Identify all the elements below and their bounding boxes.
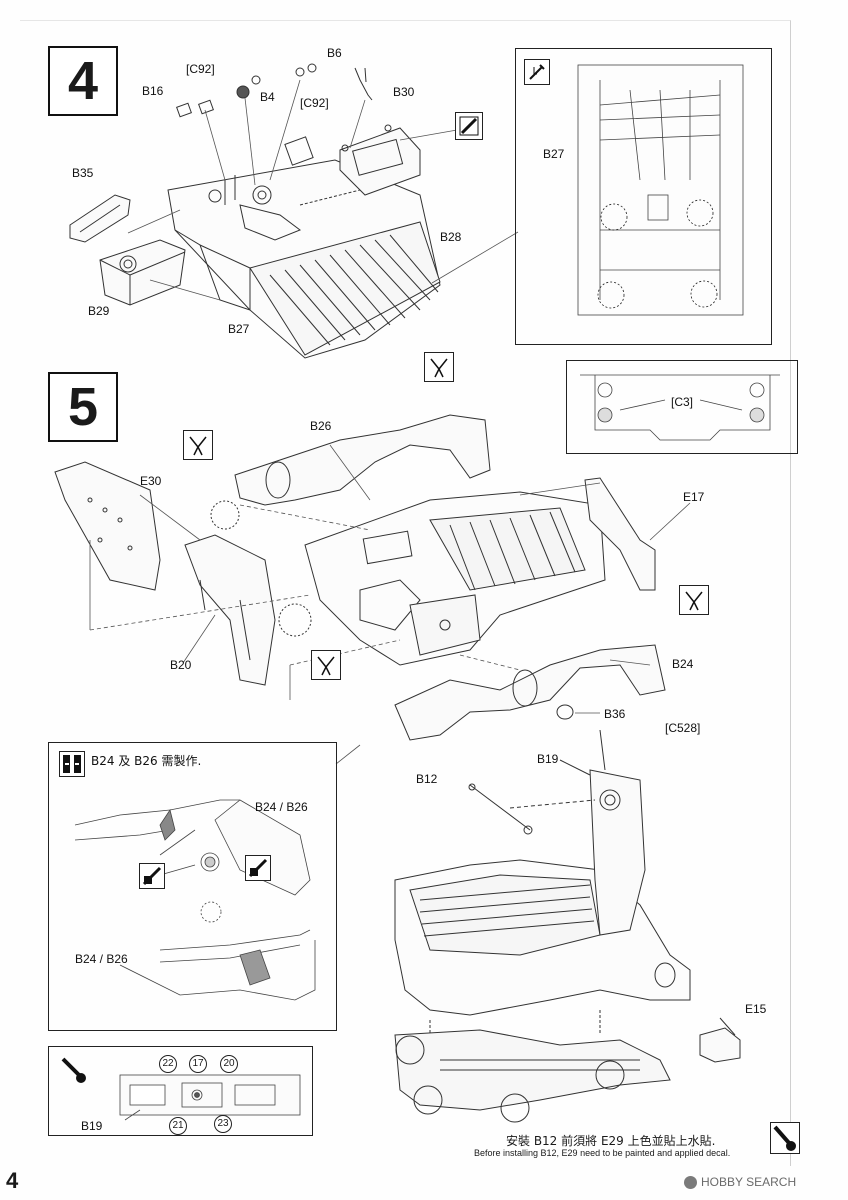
step-5-number: 5 xyxy=(48,372,118,442)
step-4-number: 4 xyxy=(48,46,118,116)
body-floor-b27 xyxy=(167,136,441,359)
label-b16: B16 xyxy=(142,84,164,98)
label-c3: [C3] xyxy=(671,395,694,409)
watermark-logo-icon xyxy=(684,1175,697,1189)
label-b24-b26-bottom: B24 / B26 xyxy=(75,952,128,966)
label-b6: B6 xyxy=(327,46,342,60)
decal-label-b19: B19 xyxy=(81,1119,103,1133)
hand-make-icon xyxy=(59,751,85,777)
decal-number-22: 22 xyxy=(159,1055,177,1073)
label-e17: E17 xyxy=(683,490,705,504)
part-b29-tank xyxy=(99,239,186,306)
part-b35-cover xyxy=(69,194,131,243)
label-b35: B35 xyxy=(72,166,94,180)
paint-brush-icon xyxy=(770,1122,800,1154)
footer-note-zh: 安裝 B12 前須將 E29 上色並貼上水貼. xyxy=(506,1134,716,1148)
label-c528: [C528] xyxy=(665,721,701,735)
nipper-cut-icon xyxy=(424,352,454,382)
page-number: 4 xyxy=(6,1168,19,1193)
label-c92-b: [C92] xyxy=(300,96,329,110)
watermark-text: HOBBY SEARCH xyxy=(701,1175,797,1189)
label-b24-b26-top: B24 / B26 xyxy=(255,800,308,814)
part-e17-panel xyxy=(584,477,656,591)
label-e15: E15 xyxy=(745,1002,767,1016)
detail-inset-drawing xyxy=(74,799,316,1001)
body-assembly-step5 xyxy=(304,491,606,666)
label-b20: B20 xyxy=(170,658,192,672)
small-parts-top xyxy=(176,63,373,118)
watermark: HOBBY SEARCH xyxy=(684,1175,796,1189)
label-b29: B29 xyxy=(88,304,110,318)
label-b24: B24 xyxy=(672,657,694,671)
cement-glue-icon xyxy=(139,863,165,889)
cement-glue-icon xyxy=(455,112,483,140)
part-b26-fender xyxy=(234,414,491,506)
nipper-cut-icon xyxy=(311,650,341,680)
step-4-inset-drawing xyxy=(577,64,744,316)
decal-number-21: 21 xyxy=(169,1117,187,1135)
part-b28-tray xyxy=(339,124,421,196)
label-b12: B12 xyxy=(416,772,438,786)
label-b19: B19 xyxy=(537,752,559,766)
cement-glue-icon xyxy=(524,59,550,85)
label-b28: B28 xyxy=(440,230,462,244)
label-b4: B4 xyxy=(260,90,275,104)
nipper-cut-icon xyxy=(679,585,709,615)
inset-label-b27: B27 xyxy=(543,147,565,161)
decal-number-20: 20 xyxy=(220,1055,238,1073)
label-b30: B30 xyxy=(393,85,415,99)
decal-panel-inset: B19 22 17 20 21 23 xyxy=(48,1046,313,1136)
step-4-inset: B27 xyxy=(515,48,772,345)
part-b24-fender xyxy=(394,644,666,741)
assembly-chassis-drawing xyxy=(394,729,741,1123)
detail-inset: B24 及 B26 需製作. B24 / B26 B24 / B26 xyxy=(48,742,337,1031)
decal-panel-drawing xyxy=(119,1074,301,1121)
page-frame xyxy=(20,20,791,1166)
detail-note: B24 及 B26 需製作. xyxy=(91,754,202,768)
part-b20-panel xyxy=(184,500,312,686)
footer-note-en: Before installing B12, E29 need to be pa… xyxy=(474,1148,731,1158)
decal-number-23: 23 xyxy=(214,1115,232,1133)
label-c92-a: [C92] xyxy=(186,62,215,76)
label-b26: B26 xyxy=(310,419,332,433)
paint-brush-icon xyxy=(59,1055,89,1085)
cement-glue-icon xyxy=(245,855,271,881)
label-b36: B36 xyxy=(604,707,626,721)
decal-number-17: 17 xyxy=(189,1055,207,1073)
c3-inset: [C3] xyxy=(566,360,798,454)
nipper-cut-icon xyxy=(183,430,213,460)
label-b27: B27 xyxy=(228,322,250,336)
label-e30: E30 xyxy=(140,474,162,488)
c3-inset-drawing xyxy=(580,374,780,441)
part-e30-panel xyxy=(54,461,161,591)
